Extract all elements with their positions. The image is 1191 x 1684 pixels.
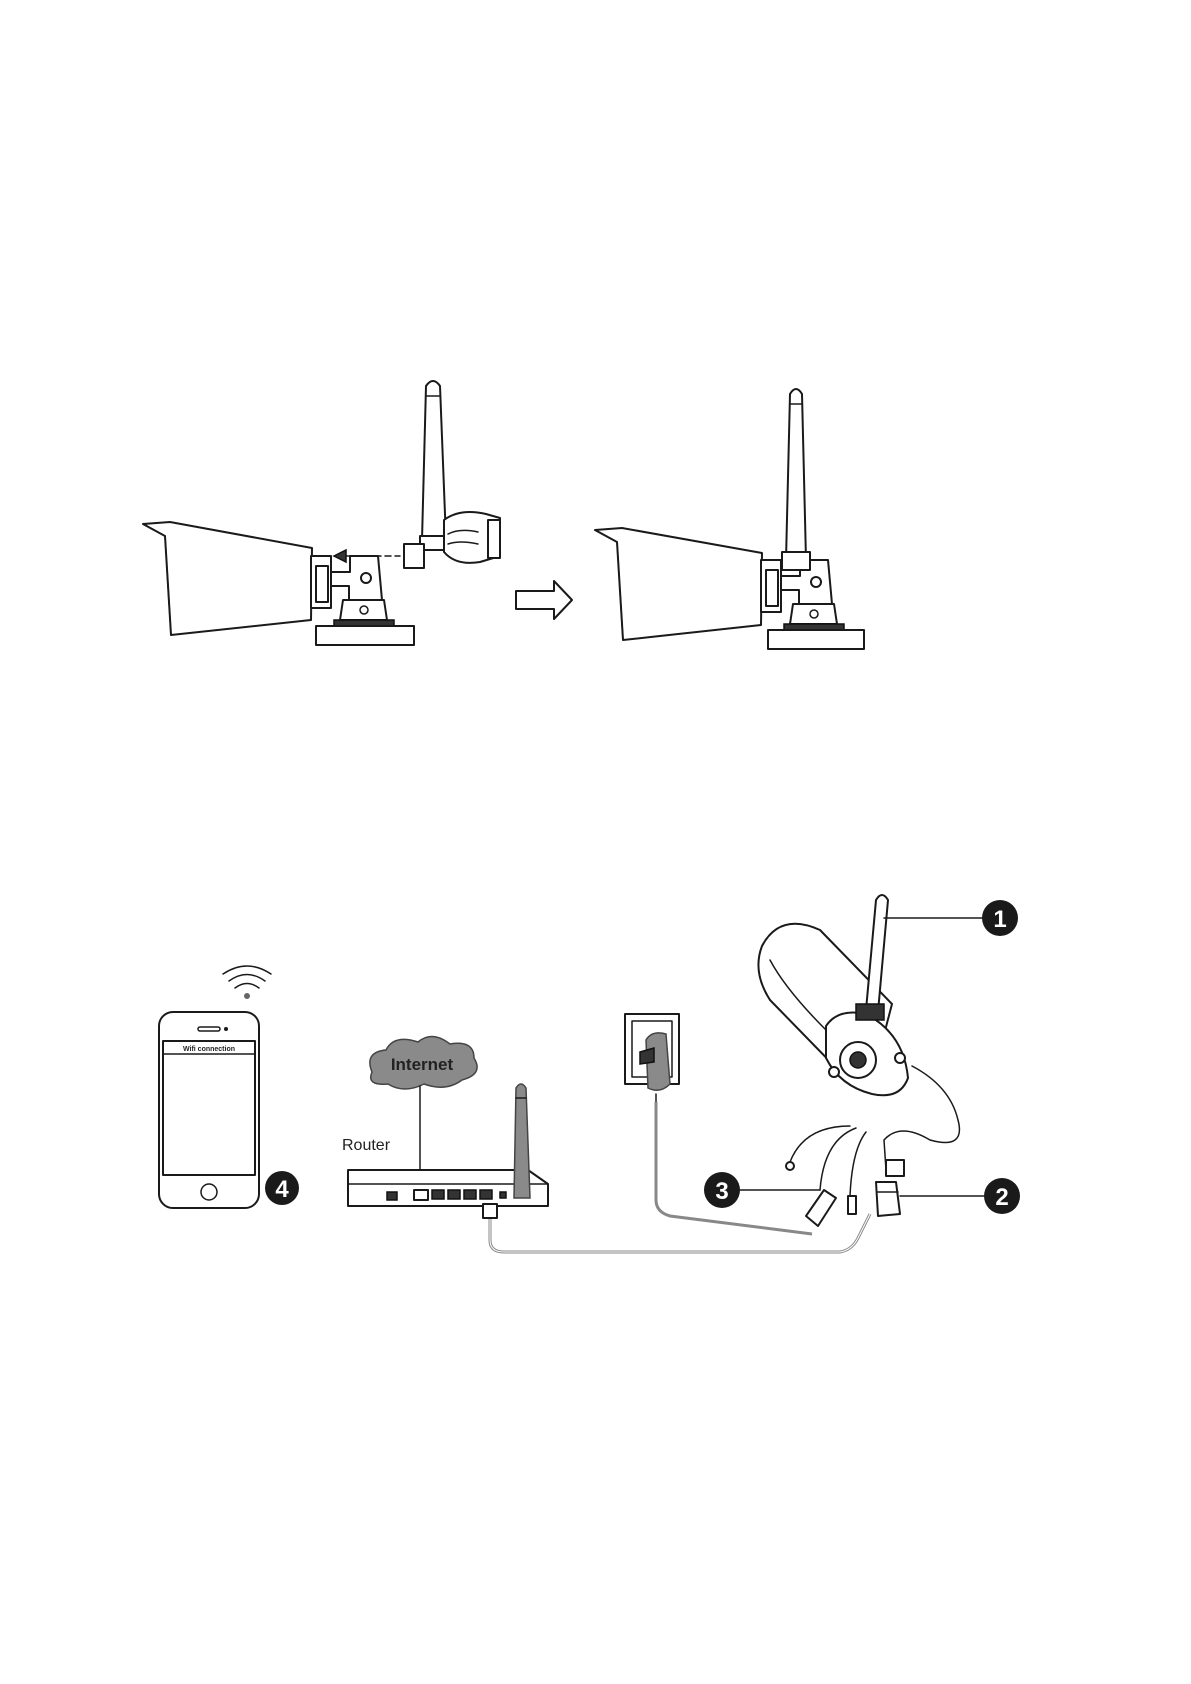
camera-antenna (866, 895, 888, 1012)
callout-number: 1 (993, 906, 1006, 933)
camera-body (143, 522, 312, 635)
camera-before-antenna (143, 522, 414, 645)
antenna (422, 381, 446, 540)
antenna-in-hand (404, 381, 500, 568)
camera-with-antenna (595, 389, 864, 649)
router: Router (342, 1084, 548, 1206)
phone-screen (163, 1041, 255, 1175)
phone-screen-title: Wifi connection (183, 1046, 235, 1053)
router-wan-port (414, 1190, 428, 1200)
callout-badge-4: 4 (265, 1171, 299, 1205)
camera-rj45-socket (886, 1160, 904, 1176)
router-antenna (514, 1084, 530, 1198)
callout-badge-2: 2 (900, 1178, 1020, 1214)
smartphone: Wifi connection (159, 966, 271, 1208)
camera-base (768, 630, 864, 649)
wifi-signal-icon (229, 975, 265, 982)
wifi-camera (758, 895, 908, 1095)
camera-base (316, 626, 414, 645)
power-outlet (625, 1014, 679, 1102)
internet-label: Internet (391, 1055, 454, 1074)
callout-badge-1: 1 (884, 900, 1018, 936)
callout-number: 4 (275, 1176, 289, 1203)
router-cable-plug (483, 1204, 497, 1218)
internet-cloud: Internet (370, 1036, 477, 1190)
antenna (786, 389, 806, 560)
antenna-connector (404, 544, 424, 568)
dc-plug (806, 1190, 836, 1226)
callout-number: 2 (995, 1184, 1008, 1211)
transition-arrow (516, 581, 572, 619)
callout-badge-3: 3 (704, 1172, 820, 1208)
camera-network-plug (876, 1182, 900, 1216)
callout-number: 3 (715, 1178, 728, 1205)
router-label: Router (342, 1137, 391, 1154)
camera-mount (331, 556, 382, 600)
